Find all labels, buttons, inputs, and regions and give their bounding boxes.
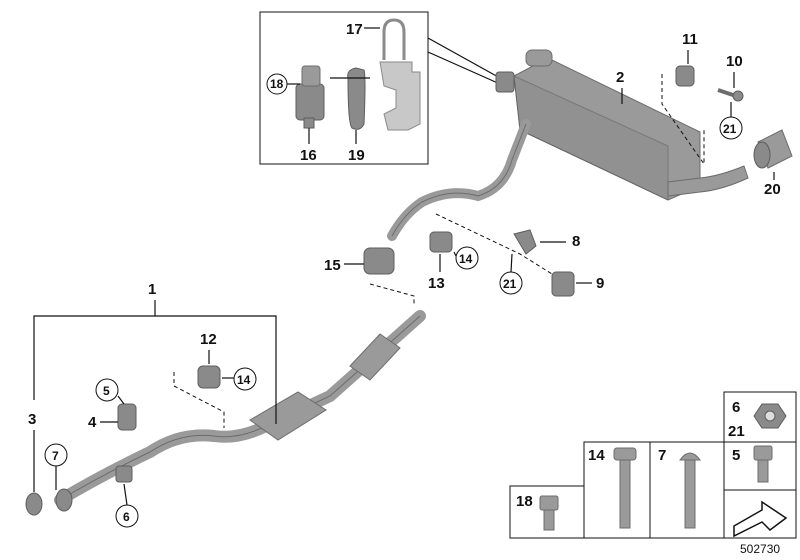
rear-silencer-part-2 bbox=[495, 49, 749, 201]
direction-arrow-icon bbox=[733, 500, 788, 538]
label-10: 10 bbox=[726, 53, 743, 70]
label-5-circle bbox=[95, 378, 119, 402]
label-18: 18 bbox=[270, 77, 284, 91]
label-21-top: 21 bbox=[723, 122, 737, 136]
hardware-legend bbox=[509, 391, 797, 539]
label-17: 17 bbox=[346, 21, 363, 38]
label-21-mid: 21 bbox=[503, 277, 517, 291]
clip-part-17 bbox=[382, 18, 406, 60]
nut-part-6-21 bbox=[753, 403, 787, 429]
label-6: 6 bbox=[123, 510, 130, 524]
label-14-circle-mid bbox=[455, 246, 479, 270]
label-2: 2 bbox=[616, 69, 624, 86]
legend-label-21: 21 bbox=[728, 423, 745, 440]
hanger-part-11 bbox=[675, 65, 695, 87]
bolt-part-10 bbox=[717, 88, 744, 102]
bolt-part-14 bbox=[613, 447, 637, 529]
bracket-part-8 bbox=[513, 229, 537, 255]
label-14-front: 14 bbox=[237, 373, 251, 387]
label-12: 12 bbox=[200, 331, 217, 348]
label-9: 9 bbox=[596, 275, 604, 292]
label-11: 11 bbox=[682, 31, 698, 48]
hanger-part-4 bbox=[117, 403, 137, 431]
hanger-part-9 bbox=[551, 271, 575, 297]
label-7: 7 bbox=[52, 449, 59, 463]
bracket-part-6 bbox=[115, 465, 133, 483]
legend-label-7: 7 bbox=[658, 447, 666, 464]
clamp-part-15 bbox=[363, 247, 395, 275]
bolt-part-18 bbox=[539, 495, 559, 531]
clamp-part-3-left bbox=[25, 488, 73, 516]
front-silencer bbox=[249, 391, 327, 441]
mount-part-13 bbox=[429, 231, 453, 253]
label-19: 19 bbox=[348, 147, 365, 164]
middle-pipe bbox=[387, 119, 531, 241]
bolt-part-7 bbox=[679, 452, 701, 529]
legend-label-6: 6 bbox=[732, 399, 740, 416]
inset-frame bbox=[259, 11, 429, 165]
label-16: 16 bbox=[300, 147, 317, 164]
label-5: 5 bbox=[103, 384, 110, 398]
actuator-part-16 bbox=[295, 65, 325, 129]
label-14-mid: 14 bbox=[459, 252, 473, 266]
diagram-reference-number: 502730 bbox=[740, 542, 780, 556]
gasket-part-19 bbox=[347, 67, 366, 130]
front-pipe bbox=[54, 310, 426, 506]
tailpipe-part-20 bbox=[753, 129, 793, 169]
label-1: 1 bbox=[148, 281, 156, 298]
legend-label-18: 18 bbox=[516, 493, 533, 510]
bracket-part bbox=[379, 61, 421, 131]
label-15: 15 bbox=[324, 257, 341, 274]
catalytic-converter bbox=[349, 333, 401, 381]
legend-label-5: 5 bbox=[732, 447, 740, 464]
label-3: 3 bbox=[28, 411, 36, 428]
group-1-bracket bbox=[33, 315, 277, 424]
label-20: 20 bbox=[764, 181, 781, 198]
label-14-circle-front bbox=[233, 367, 257, 391]
mount-part-12 bbox=[197, 365, 221, 389]
bolt-part-5 bbox=[753, 445, 773, 483]
label-8: 8 bbox=[572, 233, 580, 250]
label-4: 4 bbox=[88, 414, 97, 431]
legend-label-14: 14 bbox=[588, 447, 605, 464]
label-13: 13 bbox=[428, 275, 445, 292]
